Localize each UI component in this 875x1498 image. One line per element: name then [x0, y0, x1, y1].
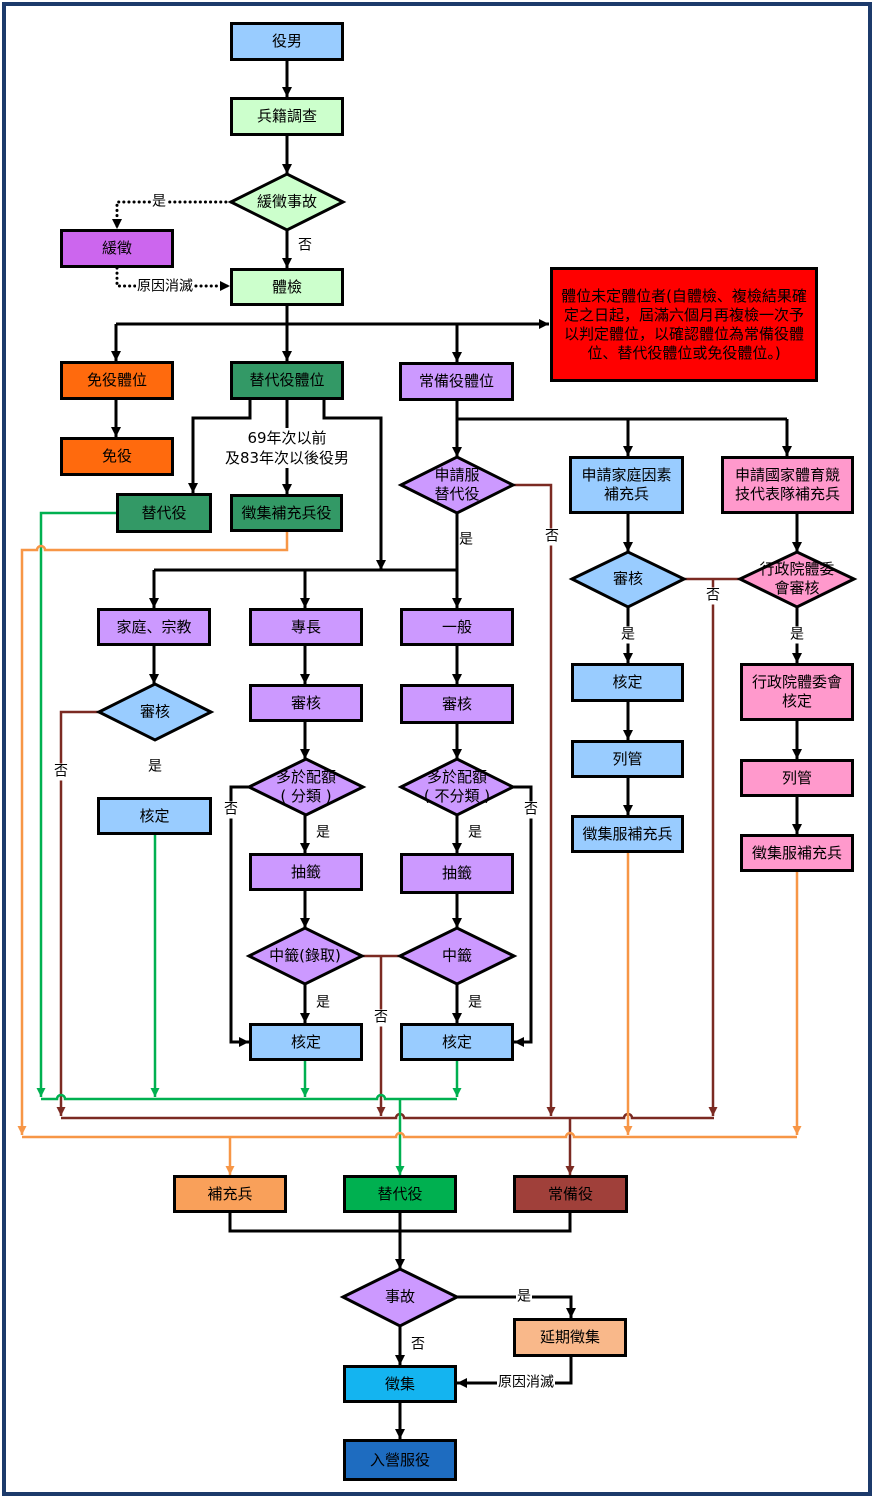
node-specialty: 專長 [249, 608, 363, 646]
edge-label-postpone-resolved: 原因消滅 [497, 1374, 555, 1392]
node-final-alt-service: 替代役 [343, 1175, 457, 1213]
decision-family-supp-review-label: 審核 [612, 569, 643, 588]
decision-deferment-check-label: 緩徵事故 [256, 192, 317, 211]
edge-label-apply-alt-no: 否 [544, 528, 560, 546]
decision-quota-classified [245, 757, 367, 817]
edge-label-incident-yes: 是 [516, 1288, 532, 1306]
edge-label-quota-classified-yes: 是 [316, 824, 330, 841]
decision-family-review [95, 682, 215, 742]
decision-family-review-label: 審核 [139, 702, 170, 721]
connector-postpone-resolved [457, 1357, 573, 1388]
edge-label-deferment-no: 否 [298, 237, 312, 254]
bus-supplementary [22, 1131, 797, 1139]
decision-incident-label: 事故 [384, 1287, 415, 1306]
decision-incident [339, 1267, 461, 1328]
node-regular-grade: 常備役體位 [399, 362, 514, 401]
edge-label-deferment-yes: 是 [151, 193, 167, 211]
node-conscript: 役男 [230, 22, 344, 61]
connector-supp-draft-bus [17, 532, 289, 1135]
bus-regular-service [61, 1112, 714, 1120]
decision-quota-classified-label: 多於配額 ( 分類 ) [275, 768, 336, 805]
decision-specialty-drawn-label: 中籤(錄取) [269, 946, 341, 965]
decision-apply-alt-service [397, 455, 517, 515]
node-general-review: 審核 [400, 684, 514, 724]
node-postpone: 延期徵集 [513, 1318, 627, 1357]
edge-label-quota-unclassified-no: 否 [523, 801, 539, 819]
node-physical-exam: 體檢 [230, 268, 344, 306]
node-deferment: 緩徵 [60, 229, 174, 268]
orange-connectors [17, 532, 802, 1175]
edge-label-supp-review-no: 否 [705, 587, 721, 605]
decision-quota-unclassified-label: 多於配額 ( 不分類 ) [423, 768, 491, 805]
decision-deferment-check [227, 172, 347, 232]
decision-specialty-drawn [245, 926, 366, 986]
connector-alt-grade-categories [322, 400, 386, 570]
node-exempt: 免役 [60, 437, 174, 476]
bus-alt-service [41, 1093, 457, 1101]
decision-family-supp-review [568, 550, 688, 609]
node-family-religion: 家庭、宗教 [97, 608, 211, 646]
node-enlist: 入營服役 [343, 1439, 457, 1481]
edge-label-apply-alt-yes: 是 [459, 531, 473, 548]
edge-label-drawn-no: 否 [373, 1009, 389, 1027]
node-apply-sports-supp: 申請國家體育競 技代表隊補充兵 [721, 456, 854, 514]
connector-family-review-no [56, 710, 99, 1116]
node-supp-draft-service: 徵集補充兵役 [230, 494, 343, 532]
node-family-supp-approve: 核定 [571, 663, 684, 702]
node-draft: 徵集 [343, 1365, 457, 1403]
connector-deferment-yes [112, 200, 233, 231]
edge-label-family-review-yes: 是 [147, 758, 163, 776]
edge-label-incident-no: 否 [411, 1336, 425, 1353]
decision-sports-review [736, 550, 858, 609]
decision-apply-alt-service-label: 申請服 替代役 [434, 466, 480, 503]
node-specialty-lottery: 抽籤 [249, 853, 363, 891]
decision-general-drawn-label: 中籤 [441, 946, 472, 965]
node-alt-service-grade: 替代役體位 [230, 361, 344, 400]
connector-quota-unclassified-no [513, 785, 533, 1047]
edge-label-family-review-no: 否 [53, 763, 69, 781]
green-connectors [36, 511, 462, 1175]
node-apply-family-supp: 申請家庭因素 補充兵 [569, 456, 684, 514]
node-final-regular: 常備役 [513, 1175, 628, 1213]
edge-label-quota-classified-no: 否 [223, 801, 239, 819]
connector-apply-alt-no [513, 483, 556, 1116]
node-general-approve: 核定 [400, 1023, 514, 1061]
node-final-supplementary: 補充兵 [173, 1175, 287, 1213]
node-exempt-grade: 免役體位 [60, 361, 174, 400]
connector-incident-yes [457, 1295, 576, 1318]
node-sports-draft: 徵集服補充兵 [740, 834, 854, 872]
edge-label-quota-unclassified-yes: 是 [468, 824, 482, 841]
decision-sports-review-label: 行政院體委 會審核 [759, 560, 835, 597]
edge-label-specialty-drawn-yes: 是 [316, 994, 330, 1011]
decision-quota-unclassified [397, 757, 517, 817]
birth-year-note: 69年次以前 及83年次以後役男 [223, 428, 351, 468]
edge-label-sports-review-yes: 是 [789, 626, 805, 644]
brown-connectors [56, 483, 740, 1175]
node-family-supp-draft: 徵集服補充兵 [571, 815, 684, 853]
decision-shapes [95, 172, 858, 1328]
node-family-supp-list: 列管 [571, 740, 684, 778]
node-alt-service: 替代役 [116, 493, 212, 533]
connector-alt-grade-alt-service [188, 400, 252, 493]
node-general-lottery: 抽籤 [400, 853, 514, 894]
node-specialty-approve: 核定 [249, 1023, 363, 1061]
black-connectors [111, 61, 802, 1439]
node-sports-list: 列管 [740, 759, 854, 797]
node-undetermined-note: 體位未定體位者(自體檢、複檢結果確定之日起，屆滿六個月再複檢一次予以判定體位，以… [550, 267, 818, 382]
node-sports-approve: 行政院體委會 核定 [740, 663, 854, 721]
connector-quota-classified-no [229, 785, 249, 1047]
edge-label-general-drawn-yes: 是 [468, 994, 482, 1011]
edge-label-deferment-resolved: 原因消滅 [136, 278, 194, 296]
decision-general-drawn [396, 926, 518, 986]
node-specialty-review: 審核 [249, 684, 363, 722]
node-registry-survey: 兵籍調查 [230, 97, 344, 136]
edge-label-family-supp-review-yes: 是 [620, 626, 636, 644]
connector-alt-service-bus [36, 511, 116, 1097]
node-family-approve: 核定 [97, 797, 212, 835]
node-general: 一般 [400, 608, 514, 646]
